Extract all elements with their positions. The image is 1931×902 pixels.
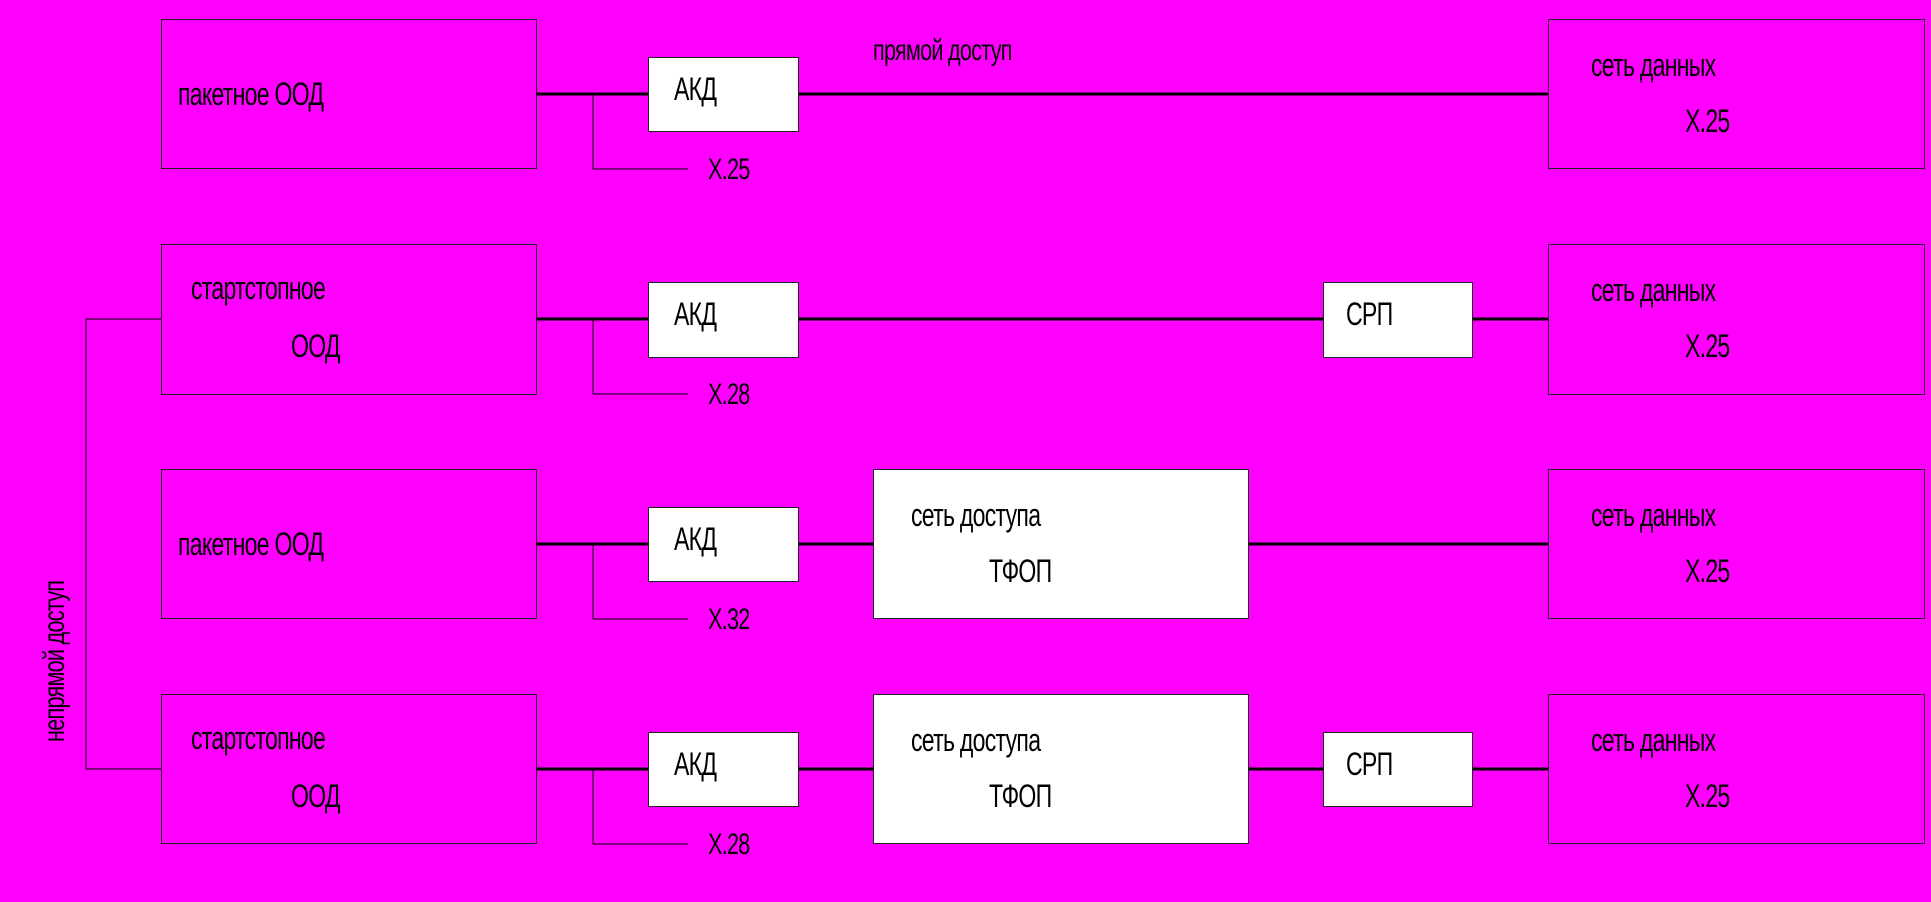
akd-label-row2: АКД xyxy=(674,296,717,332)
data-net-box-row4 xyxy=(1548,694,1925,844)
interface-label-row2: X.28 xyxy=(708,378,750,411)
data-net-label-row3-line1: сеть данных xyxy=(1591,497,1716,533)
srp-box-row2 xyxy=(1323,282,1473,358)
data-net-box-row1 xyxy=(1548,19,1925,169)
akd-box-row1 xyxy=(648,57,799,132)
srp-label-row2: СРП xyxy=(1346,296,1393,332)
access-net-box-row3 xyxy=(873,469,1249,619)
data-net-label-row1-line2: X.25 xyxy=(1685,103,1730,139)
akd-box-row2 xyxy=(648,282,799,358)
interface-label-row1: X.25 xyxy=(708,153,750,186)
access-net-label-row3-line1: сеть доступа xyxy=(911,497,1041,533)
direct-access-label: прямой доступ xyxy=(873,34,1013,67)
data-net-box-row2 xyxy=(1548,244,1925,395)
dte-label-row3-line1: пакетное ООД xyxy=(178,526,324,562)
dte-box-row1 xyxy=(161,19,537,169)
access-net-label-row3-line2: ТФОП xyxy=(989,553,1052,589)
access-net-label-row4-line1: сеть доступа xyxy=(911,722,1041,758)
akd-box-row3 xyxy=(648,507,799,582)
akd-label-row3: АКД xyxy=(674,521,717,557)
data-net-label-row2-line2: X.25 xyxy=(1685,328,1730,364)
srp-label-row4: СРП xyxy=(1346,746,1393,782)
dte-label-row2-line1: стартстопное xyxy=(191,270,326,306)
akd-box-row4 xyxy=(648,732,799,807)
interface-label-row4: X.28 xyxy=(708,828,750,861)
indirect-access-label: непрямой доступ xyxy=(38,580,71,742)
interface-label-row3: X.32 xyxy=(708,603,750,636)
data-net-label-row4-line2: X.25 xyxy=(1685,778,1730,814)
access-net-box-row4 xyxy=(873,694,1249,844)
data-net-label-row4-line1: сеть данных xyxy=(1591,722,1716,758)
srp-box-row4 xyxy=(1323,732,1473,807)
dte-box-row4 xyxy=(161,694,537,844)
data-net-label-row1-line1: сеть данных xyxy=(1591,47,1716,83)
akd-label-row4: АКД xyxy=(674,746,717,782)
access-net-label-row4-line2: ТФОП xyxy=(989,778,1052,814)
dte-label-row4-line1: стартстопное xyxy=(191,720,326,756)
dte-label-row4-line2: ООД xyxy=(291,778,340,814)
data-net-label-row3-line2: X.25 xyxy=(1685,553,1730,589)
dte-box-row3 xyxy=(161,469,537,619)
dte-label-row1-line1: пакетное ООД xyxy=(178,76,324,112)
dte-label-row2-line2: ООД xyxy=(291,328,340,364)
data-net-label-row2-line1: сеть данных xyxy=(1591,272,1716,308)
dte-box-row2 xyxy=(161,244,537,395)
data-net-box-row3 xyxy=(1548,469,1925,619)
akd-label-row1: АКД xyxy=(674,71,717,107)
